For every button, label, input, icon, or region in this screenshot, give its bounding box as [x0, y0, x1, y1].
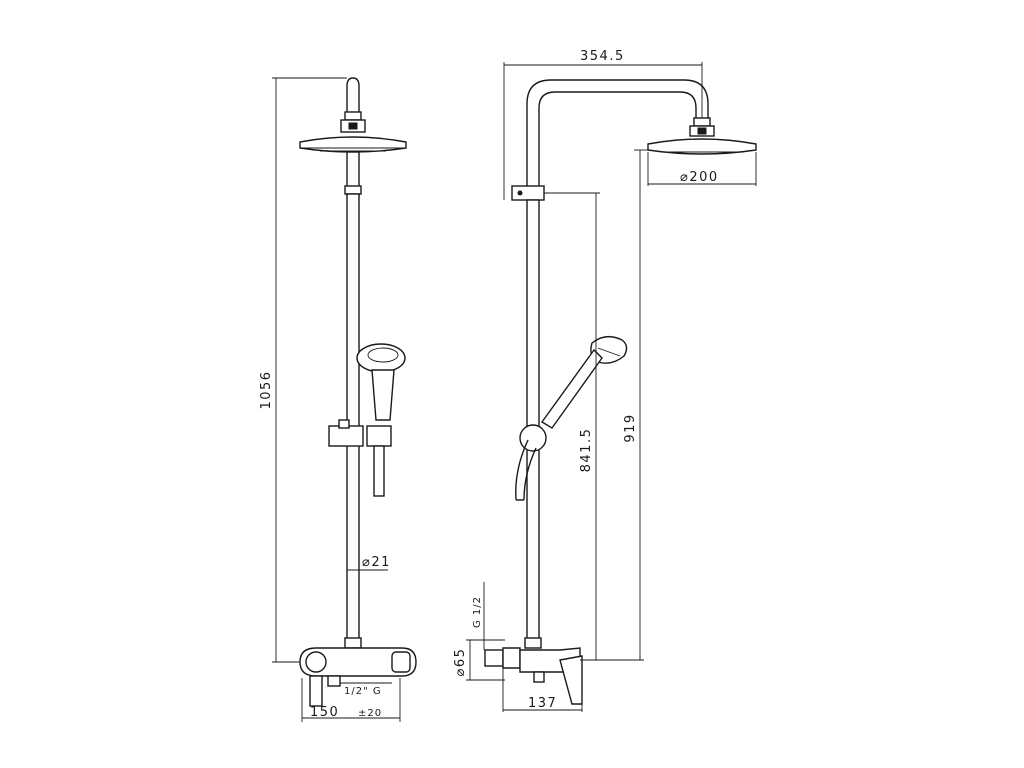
front-overhead-shower-head [299, 136, 407, 153]
front-connector-mark [348, 122, 358, 130]
side-hose-outer [515, 439, 529, 501]
front-hand-shower-face [367, 347, 399, 363]
front-mixer-lever [309, 675, 323, 707]
front-mixer-body [299, 647, 417, 677]
side-bracket-screw [517, 190, 523, 196]
side-arm-outer [526, 79, 709, 186]
side-wall-eccentric [484, 649, 504, 667]
dim-pipe-diameter: ⌀21 [362, 555, 391, 570]
dim-height-to-head: 919 [623, 413, 638, 442]
front-arm-nut [344, 111, 362, 121]
side-arm-nut [693, 117, 711, 127]
dim-inlet-tolerance: ±20 [358, 708, 382, 719]
front-hose-end [373, 445, 385, 497]
side-riser-tube [526, 199, 540, 641]
side-bottom-nut [524, 637, 542, 649]
dim-body-diameter: ⌀65 [453, 648, 468, 677]
front-outlet-nut [327, 675, 341, 687]
front-hand-shower-handle [371, 369, 395, 421]
dim-head-diameter: ⌀200 [680, 170, 719, 185]
side-connector-mark [697, 127, 707, 135]
front-hand-holder [366, 425, 392, 447]
front-slide-bracket [328, 425, 364, 447]
side-wall-bracket [511, 185, 545, 201]
dim-inlet-spacing: 150 [310, 705, 339, 720]
dim-inlet-thread: 1/2" G [344, 686, 382, 697]
side-hose-inner [523, 447, 537, 501]
front-arm-stub [346, 77, 360, 112]
side-outlet-nut [533, 671, 545, 683]
front-bottom-nut [344, 637, 362, 649]
dim-arm-reach: 354.5 [580, 49, 625, 64]
dim-height-to-bracket: 841.5 [579, 428, 594, 473]
side-arm-inner [538, 91, 697, 186]
front-riser-tube [346, 193, 360, 641]
side-mixer-lever [559, 655, 583, 705]
front-bracket-knob [338, 419, 350, 429]
dim-body-depth: 137 [528, 696, 557, 711]
side-hand-shower-face [597, 347, 621, 357]
side-view: 354.5 ⌀200 919 841.5 G 1/2 ⌀65 137 [453, 49, 757, 712]
side-hand-shower-handle [540, 348, 603, 429]
side-mixer-flange [502, 647, 521, 669]
front-right-eccentric [391, 651, 411, 673]
front-left-eccentric [305, 651, 327, 673]
front-tube-joint [344, 185, 362, 195]
dim-height-total: 1056 [259, 370, 274, 409]
dim-side-inlet-thread: G 1/2 [472, 596, 483, 628]
side-slide-bracket [519, 424, 547, 452]
side-overhead-shower-head [647, 138, 757, 155]
front-view: 1056 ⌀21 1/2" G 150 ±20 [259, 77, 417, 722]
